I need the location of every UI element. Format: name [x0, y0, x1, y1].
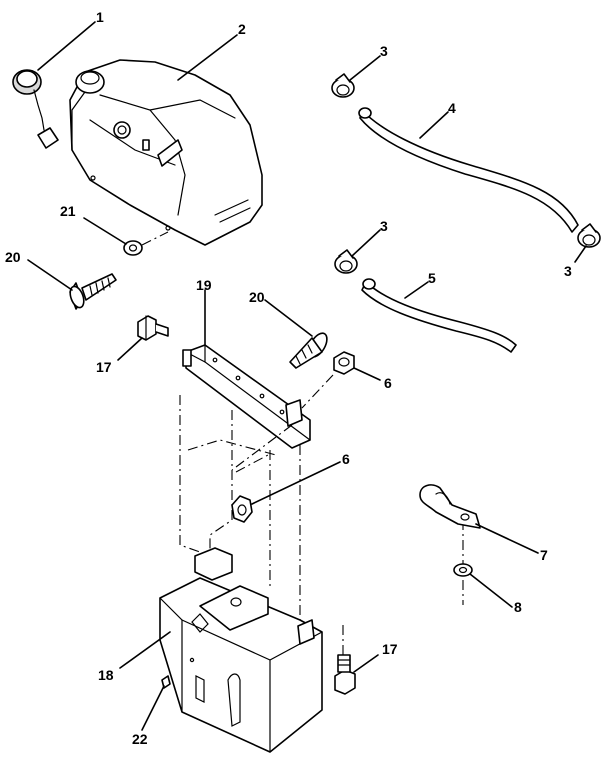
hose-clamp-upper-left — [331, 73, 355, 98]
callout-7: 7 — [540, 547, 548, 563]
screw-20-left — [69, 273, 117, 310]
leader-lines — [27, 21, 587, 731]
callout-3-right: 3 — [564, 263, 572, 279]
fuel-hose-5 — [361, 278, 517, 353]
callout-4: 4 — [448, 100, 456, 116]
washer-21 — [123, 231, 169, 256]
hose-clamp-lower-left — [334, 249, 358, 274]
fuel-cap — [12, 69, 59, 149]
callout-18: 18 — [98, 667, 114, 683]
bolt-17-lower — [334, 654, 356, 695]
callout-8: 8 — [514, 599, 522, 615]
fuel-tank — [69, 59, 263, 246]
washer-8 — [453, 563, 473, 577]
cover-18 — [159, 547, 323, 753]
callout-19: 19 — [196, 277, 212, 293]
callout-6-upper: 6 — [384, 375, 392, 391]
callout-3-lower-left: 3 — [380, 218, 388, 234]
bolt-17-upper — [137, 315, 169, 341]
screw-20-right — [289, 332, 328, 369]
callout-3-upper-left: 3 — [380, 43, 388, 59]
callout-17-upper: 17 — [96, 359, 112, 375]
callout-5: 5 — [428, 270, 436, 286]
clip-7 — [419, 484, 481, 529]
callout-20-right: 20 — [249, 289, 265, 305]
fuel-hose-4 — [358, 107, 579, 233]
callout-22: 22 — [132, 731, 148, 747]
nut-6-upper — [333, 351, 355, 375]
callout-1: 1 — [96, 9, 104, 25]
hose-clamp-upper-right — [577, 223, 601, 248]
callout-20-left: 20 — [5, 249, 21, 265]
callout-17-lower: 17 — [382, 641, 398, 657]
callout-labels: 1 2 3 4 3 3 5 21 20 19 20 17 6 6 7 8 17 … — [5, 9, 572, 747]
callout-2: 2 — [238, 21, 246, 37]
callout-21: 21 — [60, 203, 76, 219]
callout-6-lower: 6 — [342, 451, 350, 467]
nut-6-lower — [231, 495, 253, 523]
